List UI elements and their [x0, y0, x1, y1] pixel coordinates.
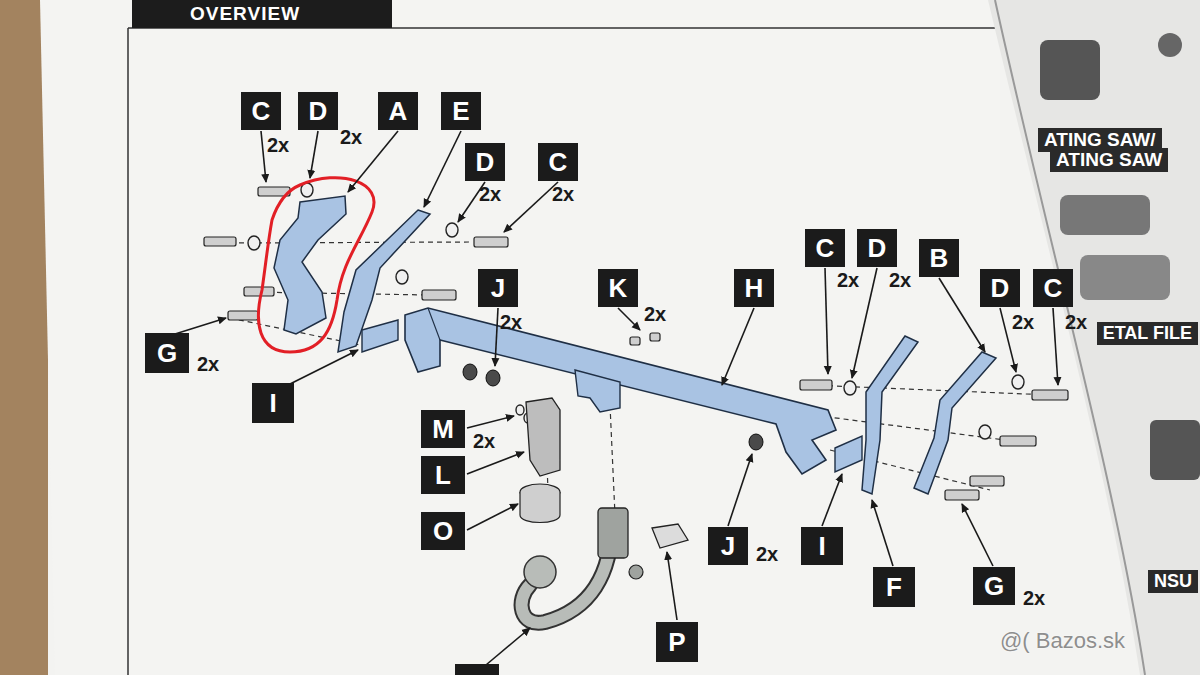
callout-box: F	[873, 567, 915, 607]
callout-letter: I	[252, 383, 294, 423]
quantity-label: 2x	[473, 430, 495, 452]
callout-letter: D	[465, 143, 505, 181]
table-surface	[0, 0, 48, 675]
callout-box: M2x	[421, 410, 465, 448]
label-tab: ETAL FILE	[1097, 322, 1198, 345]
ball-cap	[520, 492, 560, 523]
callout-letter: J	[478, 269, 518, 307]
callout-letter: K	[598, 269, 638, 307]
callout-letter: D	[980, 269, 1020, 307]
saw-icon	[1080, 255, 1170, 300]
callout-letter: J	[708, 527, 748, 565]
quantity-label: 2x	[837, 269, 859, 291]
callout-letter: G	[145, 333, 189, 373]
callout-box: K2x	[598, 269, 638, 307]
callout-box: D2x	[980, 269, 1020, 307]
plate	[362, 320, 398, 352]
callout-box: J2x	[478, 269, 518, 307]
quantity-label: 2x	[756, 543, 778, 565]
label-tab: NSU	[1148, 570, 1198, 593]
crossbar	[405, 308, 836, 474]
clip	[652, 524, 688, 548]
callout-letter: L	[421, 456, 465, 494]
washer	[248, 183, 1024, 439]
quantity-label: 2x	[1065, 311, 1087, 333]
callout-box: D2x	[298, 92, 338, 130]
callout-box: O	[421, 512, 465, 550]
page-title: OVERVIEW	[132, 0, 392, 28]
saw-icon	[1060, 195, 1150, 235]
callout-letter: H	[734, 269, 774, 307]
leader-arrow	[175, 131, 1058, 670]
callout-box: J2x	[708, 527, 748, 565]
callout-letter: O	[421, 512, 465, 550]
quantity-label: 2x	[267, 134, 289, 156]
page-frame	[127, 28, 129, 675]
callout-box: G2x	[145, 333, 189, 373]
quantity-label: 2x	[1023, 587, 1045, 609]
callout-letter: C	[1033, 269, 1073, 307]
callout-letter: E	[441, 92, 481, 130]
tool-icon	[1158, 33, 1182, 57]
callout-letter: G	[973, 567, 1015, 605]
callout-letter: C	[241, 92, 281, 130]
callout-box: I	[801, 527, 843, 565]
watermark: @( Bazos.sk	[1000, 628, 1125, 654]
quantity-label: 2x	[889, 269, 911, 291]
callout-letter: C	[805, 229, 845, 267]
callout-box: D2x	[857, 229, 897, 267]
highlight-circle	[258, 178, 374, 352]
callout-letter: A	[378, 92, 418, 130]
tow-ball	[524, 556, 556, 588]
page	[40, 0, 1000, 675]
right-page	[988, 0, 1200, 675]
callout-letter: D	[857, 229, 897, 267]
callout-box: E	[441, 92, 481, 130]
tool-icon	[1040, 40, 1100, 100]
ball-mount	[575, 370, 620, 412]
quantity-label: 2x	[1012, 311, 1034, 333]
tool-icon	[1150, 420, 1200, 480]
quantity-label: 2x	[644, 303, 666, 325]
hook-lock	[598, 508, 628, 558]
quantity-label: 2x	[500, 311, 522, 333]
bracket-f	[862, 336, 918, 494]
quantity-label: 2x	[479, 183, 501, 205]
bracket-b	[914, 352, 996, 494]
callout-box: B	[919, 239, 959, 277]
callout-box: G2x	[973, 567, 1015, 605]
callout-box: C2x	[241, 92, 281, 130]
quantity-label: 2x	[340, 126, 362, 148]
callout-letter: M	[421, 410, 465, 448]
callout-letter: D	[298, 92, 338, 130]
callout-box: P	[656, 622, 698, 662]
socket-plate	[526, 398, 560, 476]
label-tab: ATING SAW	[1050, 148, 1168, 172]
callout-letter: F	[873, 567, 915, 607]
callout-box: A	[378, 92, 418, 130]
callout-box: C2x	[538, 143, 578, 181]
quantity-label: 2x	[197, 353, 219, 375]
callout-box: C2x	[1033, 269, 1073, 307]
plate	[835, 436, 862, 472]
callout-box: C2x	[805, 229, 845, 267]
callout-letter: I	[801, 527, 843, 565]
callout-letter: P	[656, 622, 698, 662]
callout-box: D2x	[465, 143, 505, 181]
callout-box: I	[252, 383, 294, 423]
callout-letter: C	[538, 143, 578, 181]
bolt	[204, 187, 1068, 500]
callout-box	[455, 664, 499, 675]
quantity-label: 2x	[552, 183, 574, 205]
callout-letter: B	[919, 239, 959, 277]
callout-box: H	[734, 269, 774, 307]
callout-box: L	[421, 456, 465, 494]
